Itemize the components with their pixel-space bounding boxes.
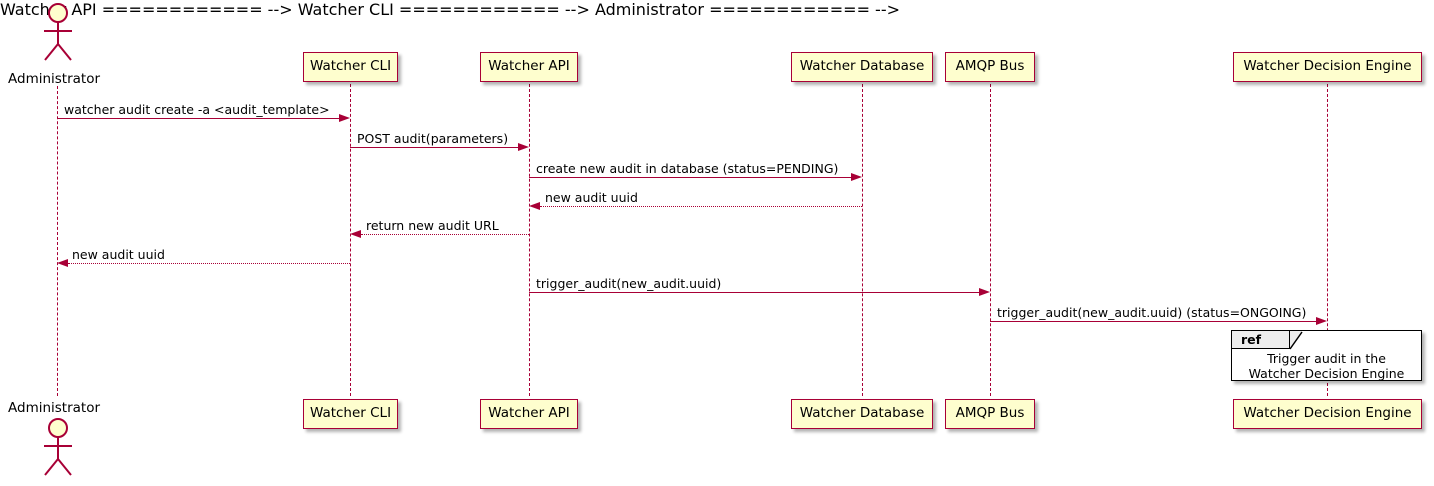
message-label-3: create new audit in database (status=PEN… <box>536 161 839 176</box>
message-arrowhead-2 <box>518 142 529 151</box>
participant-label-watcher-cli-top: Watcher CLI <box>309 58 392 75</box>
participant-label-amqp-bus-top: AMQP Bus <box>955 58 1025 75</box>
participant-watcher-database-bottom[interactable]: Watcher Database <box>791 399 933 429</box>
participant-label-watcher-database-bottom: Watcher Database <box>799 405 925 422</box>
ref-fragment-line-2: Watcher Decision Engine <box>1248 366 1405 381</box>
message-label-8: trigger_audit(new_audit.uuid) (status=ON… <box>997 305 1307 320</box>
participant-watcher-decision-engine-top[interactable]: Watcher Decision Engine <box>1233 52 1422 82</box>
message-line-2 <box>350 147 518 148</box>
message-label-4: new audit uuid <box>545 190 638 205</box>
message-label-6: new audit uuid <box>72 247 165 262</box>
actor-label-administrator-bottom: Administrator <box>8 400 101 416</box>
participant-amqp-bus-top[interactable]: AMQP Bus <box>945 52 1035 82</box>
participant-watcher-database-top[interactable]: Watcher Database <box>791 52 933 82</box>
participant-label-watcher-decision-engine-bottom: Watcher Decision Engine <box>1243 405 1412 422</box>
ref-fragment-tag-corner-line <box>1289 331 1311 351</box>
message-line-5 <box>361 234 529 235</box>
lifeline-watcher-decision-engine <box>1327 84 1328 396</box>
ref-fragment[interactable]: ref Trigger audit in the Watcher Decisio… <box>1231 330 1422 381</box>
participant-label-watcher-cli-bottom: Watcher CLI <box>309 405 392 422</box>
message-arrowhead-1 <box>339 113 350 122</box>
message-arrowhead-6 <box>57 258 68 267</box>
participant-watcher-api-bottom[interactable]: Watcher API <box>480 399 578 429</box>
actor-label-administrator-top: Administrator <box>8 71 101 87</box>
message-arrowhead-8 <box>1316 316 1327 325</box>
message-arrowhead-5 <box>350 229 361 238</box>
participant-label-watcher-api-top: Watcher API <box>488 58 570 75</box>
ref-fragment-line-1: Trigger audit in the <box>1267 351 1386 366</box>
actor-administrator-top <box>36 2 80 62</box>
participant-watcher-decision-engine-bottom[interactable]: Watcher Decision Engine <box>1233 399 1422 429</box>
actor-administrator-bottom <box>36 417 80 477</box>
message-line-6 <box>68 263 350 264</box>
message-arrowhead-7 <box>979 287 990 296</box>
participant-label-watcher-database-top: Watcher Database <box>799 58 925 75</box>
message-line-7 <box>529 292 979 293</box>
message-arrowhead-4 <box>529 201 540 210</box>
message-label-5: return new audit URL <box>366 218 499 233</box>
participant-watcher-api-top[interactable]: Watcher API <box>480 52 578 82</box>
message-arrowhead-3 <box>851 172 862 181</box>
lifeline-watcher-database <box>862 84 863 396</box>
participant-label-amqp-bus-bottom: AMQP Bus <box>955 405 1025 422</box>
ref-fragment-body: Trigger audit in the Watcher Decision En… <box>1232 351 1421 381</box>
participant-watcher-cli-top[interactable]: Watcher CLI <box>303 52 398 82</box>
participant-watcher-cli-bottom[interactable]: Watcher CLI <box>303 399 398 429</box>
participant-label-watcher-decision-engine-top: Watcher Decision Engine <box>1243 58 1412 75</box>
message-line-4 <box>540 206 862 207</box>
lifeline-watcher-cli <box>350 84 351 396</box>
participant-amqp-bus-bottom[interactable]: AMQP Bus <box>945 399 1035 429</box>
ref-fragment-tag: ref <box>1232 331 1290 349</box>
participant-label-watcher-api-bottom: Watcher API <box>488 405 570 422</box>
message-line-1 <box>57 118 339 119</box>
lifeline-amqp-bus <box>990 84 991 396</box>
message-label-1: watcher audit create -a <audit_template> <box>64 102 330 117</box>
message-line-8 <box>990 321 1316 322</box>
message-line-3 <box>529 177 851 178</box>
lifeline-watcher-api <box>529 84 530 396</box>
message-label-2: POST audit(parameters) <box>357 131 509 146</box>
message-label-7: trigger_audit(new_audit.uuid) <box>536 276 722 291</box>
lifeline-administrator <box>57 86 58 396</box>
